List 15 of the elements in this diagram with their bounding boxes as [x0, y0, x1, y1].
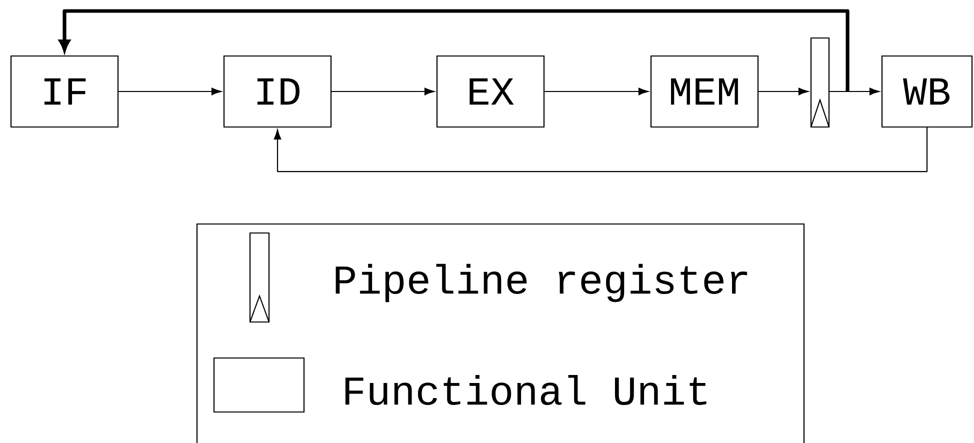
functional-unit-box: WB [881, 55, 973, 128]
arrow [58, 9, 850, 92]
legend-label: Functional Unit [345, 374, 706, 406]
functional-unit-box: MEM [650, 55, 759, 128]
arrow [830, 88, 880, 96]
pipeline-register [810, 37, 830, 128]
arrow [118, 88, 222, 96]
arrow [332, 88, 434, 96]
functional-unit-box: ID [223, 55, 332, 128]
functional-unit-box: IF [10, 55, 119, 128]
legend-label: Pipeline register [336, 264, 748, 302]
arrow [544, 88, 648, 96]
arrow [274, 128, 928, 172]
arrow [758, 88, 808, 96]
functional-unit-box: EX [436, 55, 545, 128]
